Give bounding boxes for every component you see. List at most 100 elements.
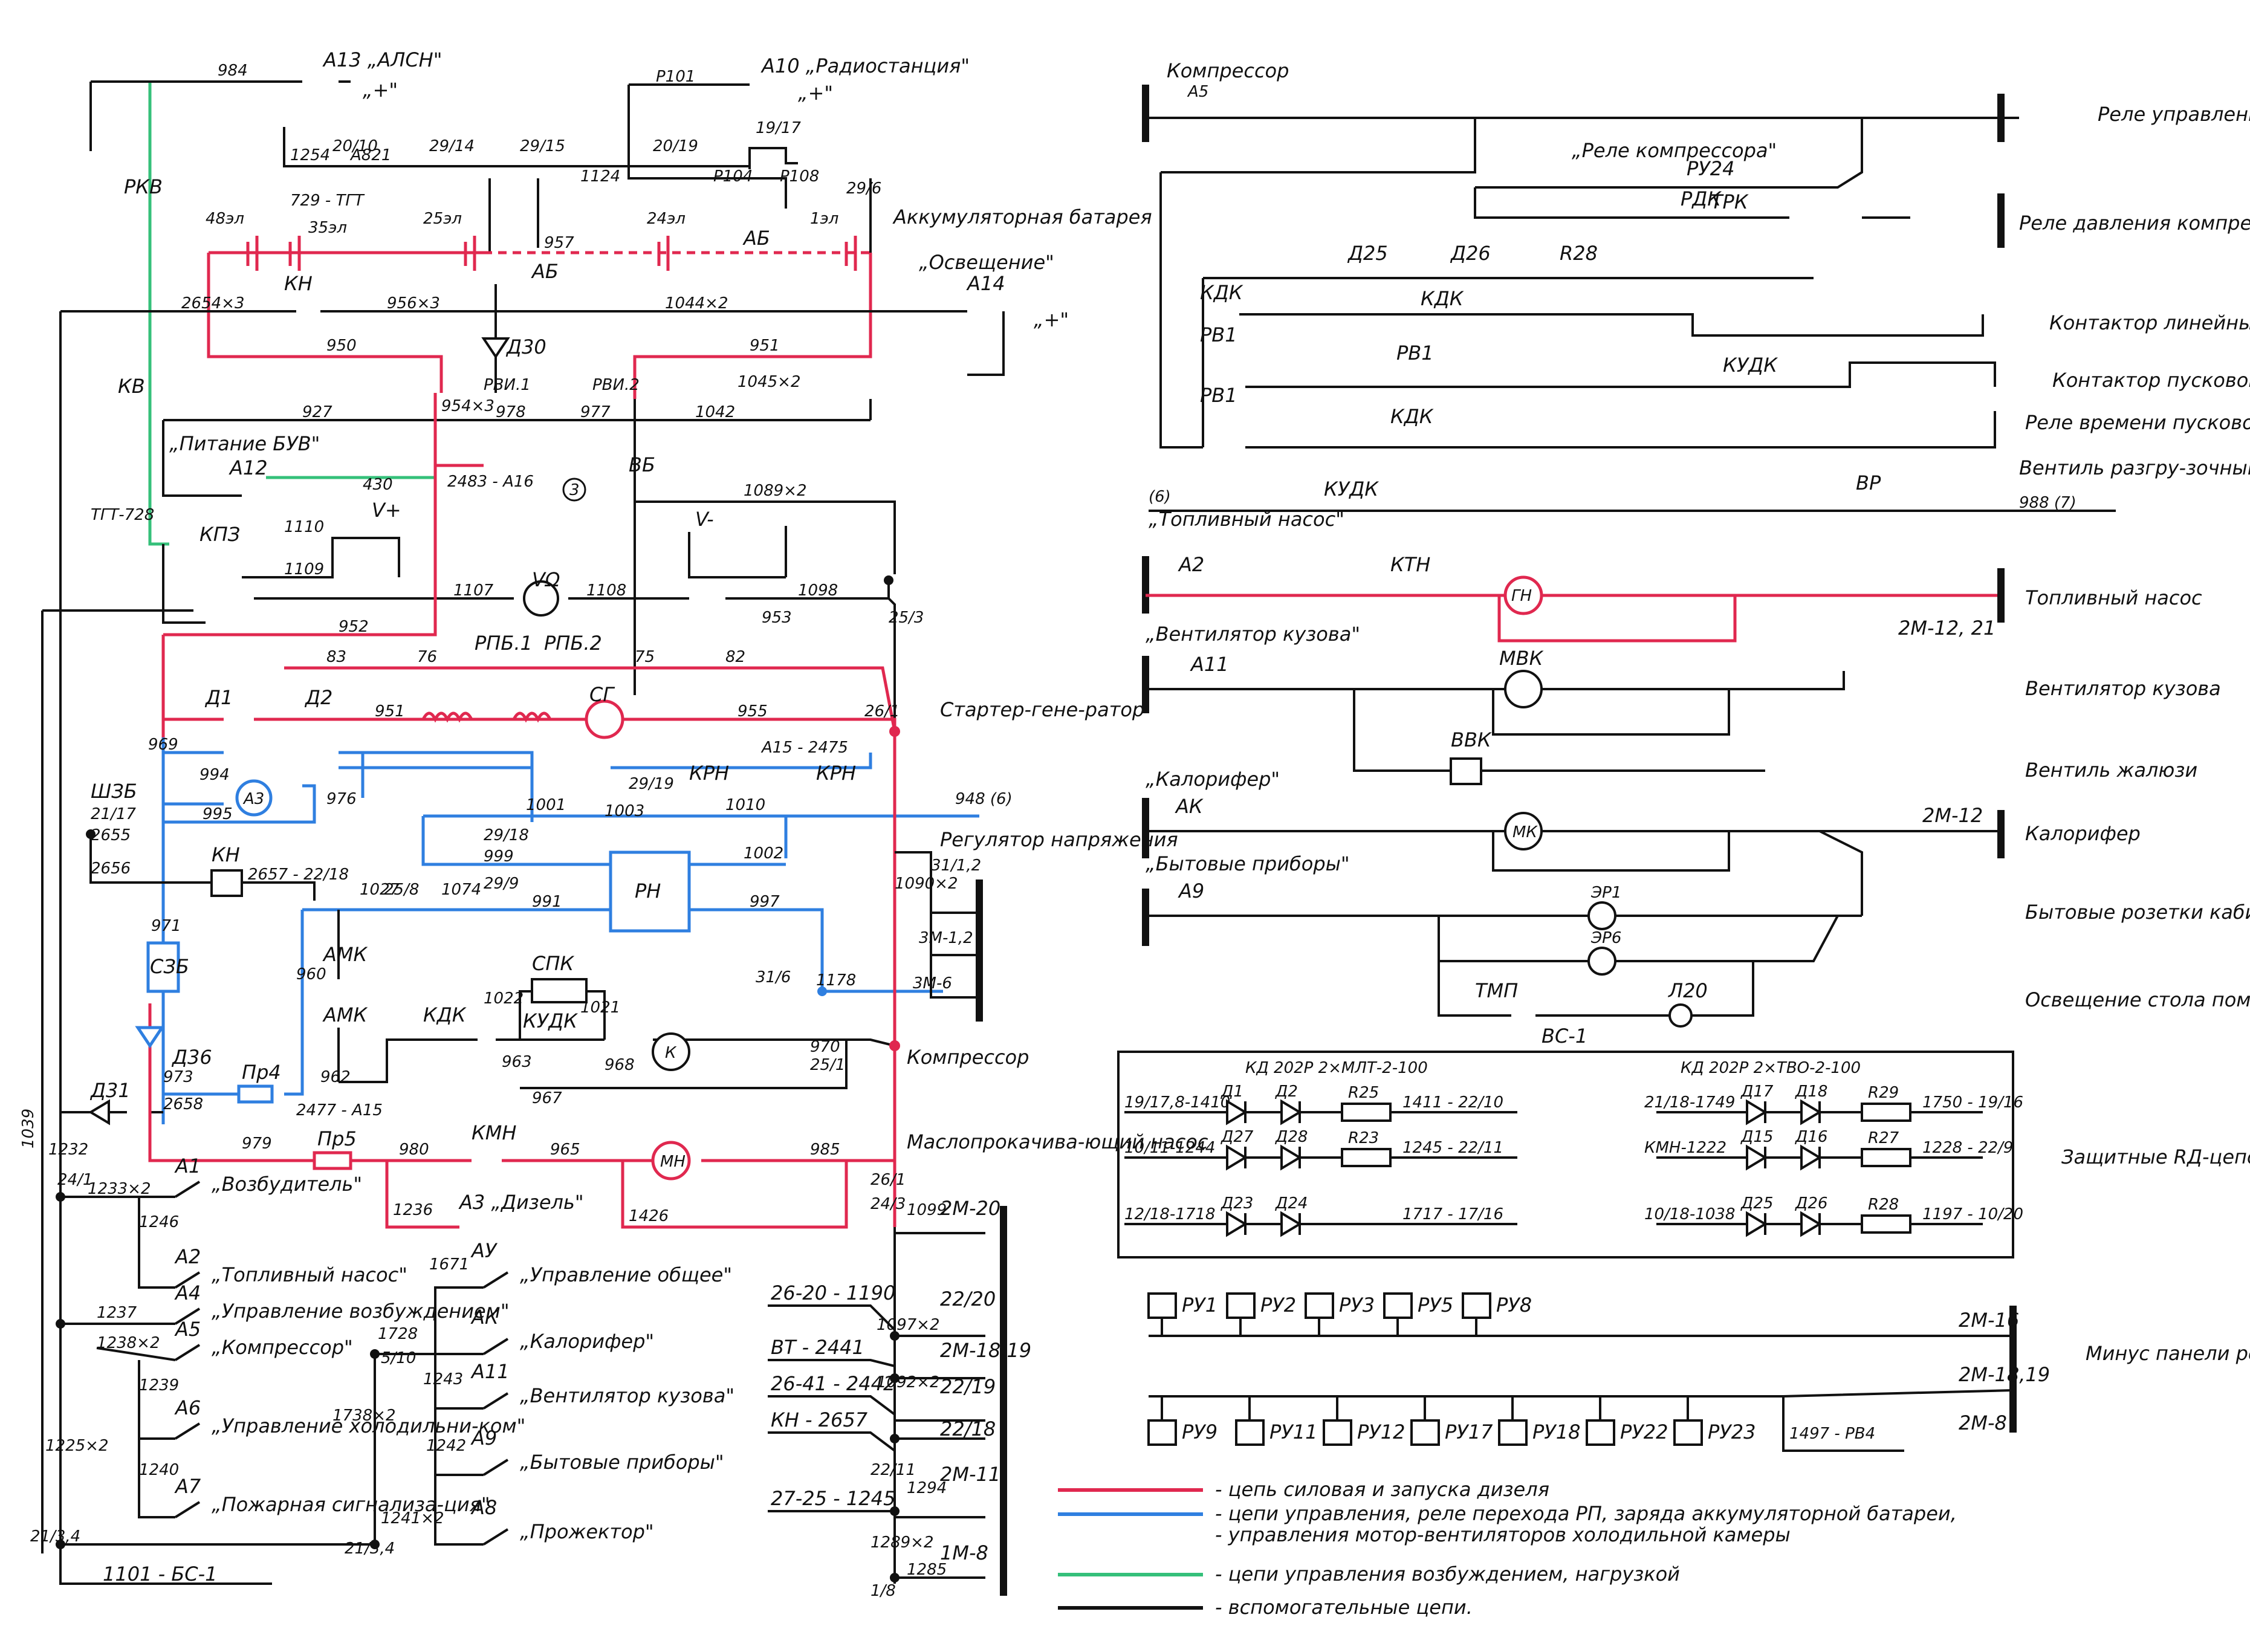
wire-number: 1225×2 <box>45 1437 109 1455</box>
wire-number: 951 <box>750 337 780 355</box>
wire-number: 980 <box>399 1141 429 1159</box>
kv-label: КВ <box>118 375 145 398</box>
breaker-left-label: „Компрессор" <box>212 1336 353 1359</box>
breaker-left-name: А4 <box>174 1281 201 1304</box>
wire-number: 1002 <box>744 844 783 863</box>
breaker-mid-label: „Прожектор" <box>520 1520 654 1543</box>
wire-number: 1010 <box>725 796 765 814</box>
wire-number: 24/1 <box>57 1171 92 1189</box>
kn-label: КН <box>284 272 313 295</box>
wire-number: 953 <box>762 609 792 627</box>
rd-in-label: 21/18-1749 <box>1644 1093 1735 1112</box>
mid-breaker-list: АУ„Управление общее"АК„Калорифер"А11„Вен… <box>470 1239 734 1543</box>
rd-diode-label: Д25 <box>1740 1194 1773 1213</box>
bus-2m1221-label: 2М-12, 21 <box>1898 617 1995 640</box>
breaker-left-name: А6 <box>174 1396 201 1419</box>
rv1-label-b: РВ1 <box>1200 384 1237 407</box>
wire-number: 957 <box>544 234 574 252</box>
breaker-left-name: А2 <box>174 1245 201 1268</box>
wire-number: 1107 <box>453 581 494 600</box>
legend-entry: - цепь силовая и запуска дизеля <box>1215 1478 1549 1501</box>
wire-number: 1044×2 <box>665 294 728 313</box>
kd-header-b: КД 202Р 2×ТВО-2-100 <box>1681 1059 1861 1077</box>
wire-number: 967 <box>532 1089 562 1107</box>
bus-2m16-label: 2М-16 <box>1959 1309 2019 1332</box>
relay-bottom-label: РУ17 <box>1445 1420 1493 1443</box>
d30-label: Д30 <box>505 335 546 358</box>
breaker-left-name: А5 <box>174 1318 201 1341</box>
relay-bottom-label: РУ11 <box>1269 1420 1318 1443</box>
relay-top-label: РУ2 <box>1260 1294 1296 1317</box>
wire-number: 985 <box>810 1141 840 1159</box>
a5-right-label: А5 <box>1187 83 1208 101</box>
wire-number: 1738×2 <box>332 1407 396 1425</box>
rd-in-label: 19/17,8-1410 <box>1124 1093 1230 1112</box>
wire-number: 999 <box>484 847 514 866</box>
wire-number: 26/1 <box>864 702 900 721</box>
vminus-label: V- <box>695 508 714 531</box>
rpb1-label: РПБ.1 <box>475 632 533 655</box>
rele-kompr-label: „Реле компрессора" <box>1572 139 1777 162</box>
wire-number: 1426 <box>629 1207 669 1225</box>
wire-number: 1099 <box>907 1201 947 1219</box>
wire-number: 21/3,4 <box>30 1527 80 1546</box>
rd-diode-label: Д1 <box>1221 1083 1243 1101</box>
sg-label: СГ <box>589 683 615 706</box>
breaker-left-label: „Возбудитель" <box>212 1173 362 1196</box>
wire-number: 963 <box>502 1053 532 1071</box>
battery-title: Аккумуляторная батарея <box>892 206 1152 228</box>
wire-number: 970 <box>810 1038 840 1056</box>
a10-label: А10 „Радиостанция" <box>760 54 970 77</box>
wire-number: 950 <box>326 337 357 355</box>
kudk-coil-label: КУДК <box>1723 354 1778 377</box>
wire-number: 995 <box>203 805 233 823</box>
kn2657-label: 2657 - 22/18 <box>248 866 349 884</box>
l20-label: Л20 <box>1668 979 1708 1002</box>
mid-terminal: 26-41 - 2442 <box>771 1372 895 1395</box>
wire-number: 31/1,2 <box>931 857 981 875</box>
wire-number: 19/17 <box>756 119 801 137</box>
rd-out-label: 1228 - 22/9 <box>1922 1139 2013 1157</box>
breaker-left-label: „Управление холодильни-ком" <box>212 1414 525 1437</box>
wire-number: 1243 <box>423 1370 463 1388</box>
breaker-left-label: „Управление возбуждением" <box>212 1300 510 1323</box>
wire-number: 1294 <box>907 1479 947 1497</box>
rvi2-label: РВИ.2 <box>592 376 640 394</box>
wire-number: 954×3 <box>441 397 494 415</box>
wire-number: 1236 <box>393 1201 433 1219</box>
breaker-left-label: „Пожарная сигнализа-ция" <box>212 1493 490 1516</box>
toplivny-nasos-q: „Топливный насос" <box>1149 508 1344 531</box>
wire-number: 1241×2 <box>381 1509 444 1527</box>
wire-number: 21/3,4 <box>345 1540 395 1558</box>
wire-number: 1238×2 <box>97 1334 160 1352</box>
wire-number: 1эл <box>810 210 838 228</box>
ru24-label-top: РУ24 <box>1687 157 1735 180</box>
wire-number: 1254 <box>290 146 330 164</box>
wire-number: 29/6 <box>846 180 881 198</box>
mid-bus-label: 2М-20 <box>940 1197 1000 1220</box>
mid-terminal: 27-25 - 1245 <box>771 1487 895 1510</box>
wire-number: 430 <box>363 476 393 494</box>
wire-number: 1671 <box>429 1255 469 1274</box>
wire-number: 997 <box>750 893 780 911</box>
wire-number: 2654×3 <box>181 294 245 313</box>
rd-in-label: 10/18-1038 <box>1644 1205 1735 1223</box>
wire-number: 29/9 <box>484 875 519 893</box>
wire-number: 25/8 <box>384 881 419 899</box>
wire-number: 984 <box>218 62 248 80</box>
mid-bus-label: 2М-18,19 <box>940 1339 1031 1362</box>
wire-number: 991 <box>532 893 562 911</box>
wire-number: 24эл <box>647 210 686 228</box>
wire-number: 1246 <box>139 1213 179 1231</box>
wire-number: 1042 <box>695 403 735 421</box>
amk-label-1: АМК <box>322 943 368 966</box>
rv1-label-a: РВ1 <box>1200 323 1237 346</box>
wire-number: 82 <box>725 648 745 666</box>
breaker-left-name: А1 <box>174 1155 201 1177</box>
kompressor-left-label: Компрессор <box>907 1046 1029 1069</box>
breaker-mid-label: „Калорифер" <box>520 1330 654 1353</box>
wire-number: 1074 <box>441 881 481 899</box>
mid-bus-label: 22/19 <box>940 1375 996 1398</box>
breaker-mid-name: АУ <box>470 1239 498 1262</box>
mvk-label: МВК <box>1499 647 1544 670</box>
